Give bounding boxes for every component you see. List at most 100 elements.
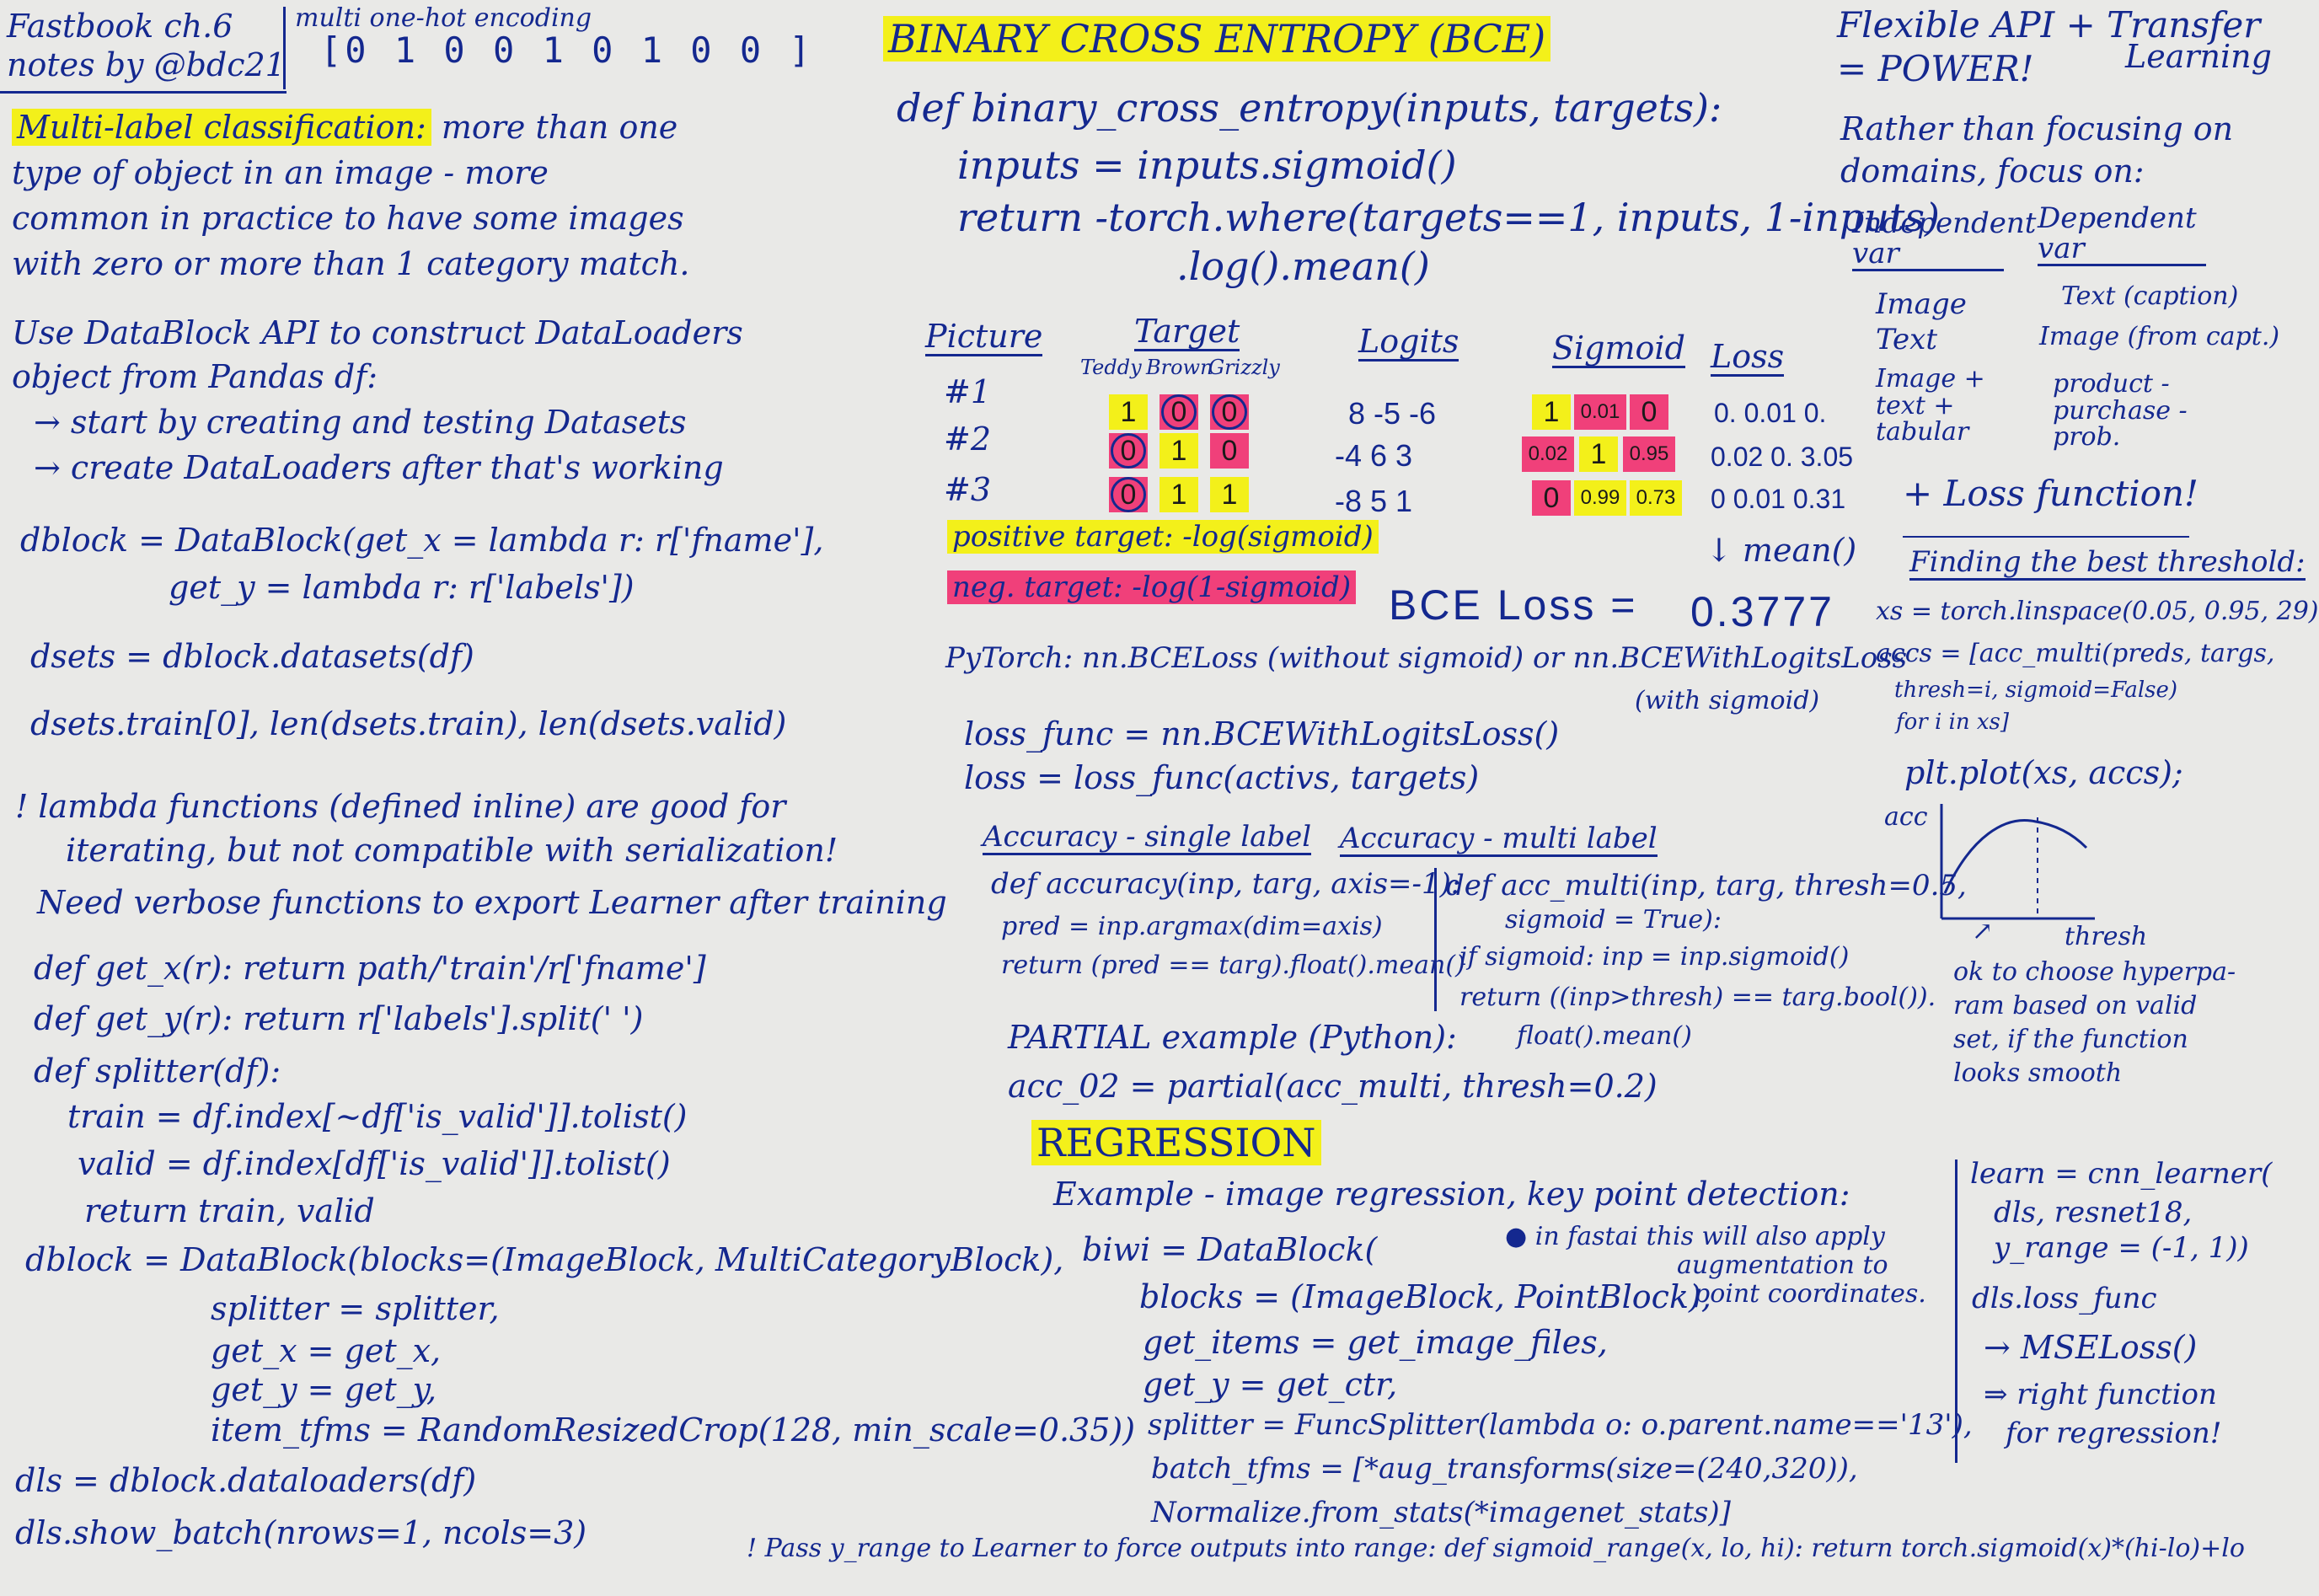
threshold-plot [1940,804,2095,920]
target-class-0: Teddy [1080,356,1142,379]
sigmoid-cell: 0.01 [1574,394,1626,430]
datablock-line-0: Use DataBlock API to construct DataLoade… [12,314,743,351]
code2-line-11: dls = dblock.dataloaders(df) [15,1462,477,1499]
plot-note-3: looks smooth [1953,1058,2123,1088]
target-cell: 0 [1210,433,1249,469]
accuracy-divider [1434,868,1437,1011]
code2-line-9: get_y = get_y, [211,1371,437,1408]
learner-divider [1955,1160,1957,1463]
code2-line-0: def get_x(r): return path/'train'/r['fna… [34,950,706,987]
acc-single-code-1: pred = inp.argmax(dim=axis) [1001,912,1383,941]
header-logits: Logits [1358,323,1459,362]
loss-code-1: loss = loss_func(activs, targets) [964,759,1480,796]
loss-row-2: 0 0.01 0.31 [1711,484,1846,514]
row-pic-1: #2 [944,420,992,458]
right-intro-1: domains, focus on: [1840,153,2145,190]
mlc-term: Multi-label classification: [12,109,431,146]
header-underline [0,91,287,94]
row-pic-2: #3 [944,471,992,508]
header-picture: Picture [925,318,1043,356]
code2-line-10: item_tfms = RandomResizedCrop(128, min_s… [211,1411,1136,1449]
target-cell: 0 [1160,394,1198,430]
sigmoid-cell: 1 [1579,436,1618,472]
footer-note: ! Pass y_range to Learner to force outpu… [747,1534,2245,1563]
pytorch-line-2: (with sigmoid) [1635,686,1820,715]
header-target: Target [1134,313,1240,351]
positive-target-note: positive target: -log(sigmoid) [947,520,1379,554]
lambda-note-2: Need verbose functions to export Learner… [37,884,947,921]
regression-code-0: biwi = DataBlock( [1082,1231,1378,1268]
target-cell: 0 [1109,433,1148,469]
right-title-3: Learning [2125,38,2272,75]
regression-title: REGRESSION [1031,1120,1321,1165]
code1-line-3: dsets.train[0], len(dsets.train), len(ds… [30,705,787,742]
target-cell: 1 [1210,477,1249,512]
header-title: Fastbook ch.6 [7,8,233,45]
threshold-code-3: for i in xs] [1896,710,2010,735]
regression-note-0: ● in fastai this will also apply [1505,1222,1885,1251]
loss-code-0: loss_func = nn.BCEWithLogitsLoss() [964,715,1560,752]
code2-line-1: def get_y(r): return r['labels'].split('… [34,1000,644,1037]
code2-line-5: return train, valid [84,1192,375,1229]
sigmoid-cell: 0 [1630,394,1668,430]
bce-code-3: .log().mean() [1176,244,1430,289]
negative-target-note: neg. target: -log(1-sigmoid) [947,570,1357,604]
target-class-1: Brown [1146,356,1213,379]
header-divider [283,7,286,89]
regression-code-5: batch_tfms = [*aug_transforms(size=(240,… [1151,1452,1858,1486]
code2-line-2: def splitter(df): [34,1052,281,1090]
sigmoid-cell: 0.95 [1623,436,1675,472]
datablock-line-1: object from Pandas df: [12,358,378,395]
code1-line-0: dblock = DataBlock(get_x = lambda r: r['… [20,522,824,559]
logits-row-1: -4 6 3 [1335,438,1413,473]
target-cell: 1 [1109,394,1148,430]
target-cell: 1 [1160,477,1198,512]
learner-code-2: y_range = (-1, 1)) [1994,1231,2249,1265]
plot-note-0: ok to choose hyperpa- [1953,957,2236,987]
learner-code-5: ⇒ right function [1984,1378,2217,1411]
partial-code-1: acc_02 = partial(acc_multi, thresh=0.2) [1008,1068,1658,1105]
mlc-text-0: more than one [441,109,678,146]
sigmoid-cell: 0.73 [1630,480,1682,516]
regression-code-1: blocks = (ImageBlock, PointBlock), [1139,1278,1711,1315]
col-dependent: Dependent var [2038,203,2206,267]
sigmoid-cell: 0.99 [1574,480,1626,516]
code1-line-2: dsets = dblock.datasets(df) [30,638,474,675]
mlc-line-3: with zero or more than 1 category match. [12,245,690,282]
acc-multi-code-3: return ((inp>thresh) == targ.bool()). [1459,983,1936,1012]
encoding-title: multi one-hot encoding [295,3,592,33]
pair-indep-0: Image [1876,287,1967,321]
right-title-2: = POWER! [1837,48,2034,89]
acc-multi-code-0: def acc_multi(inp, targ, thresh=0.5, [1446,869,1967,902]
acc-multi-title: Accuracy - multi label [1340,822,1658,857]
plot-ylabel: acc [1884,802,1928,832]
code2-line-3: train = df.index[~df['is_valid']].tolist… [67,1098,688,1135]
acc-multi-code-4: float().mean() [1517,1021,1692,1051]
loss-row-0: 0. 0.01 0. [1714,398,1827,428]
target-cell: 0 [1109,477,1148,512]
learner-code-0: learn = cnn_learner( [1970,1157,2273,1191]
col-independent: Independent var [1852,206,2037,272]
regression-code-2: get_items = get_image_files, [1143,1324,1608,1361]
lambda-note-0: ! lambda functions (defined inline) are … [15,788,786,825]
datablock-line-3: → create DataLoaders after that's workin… [34,449,724,486]
target-class-2: Grizzly [1208,356,1280,379]
regression-code-3: get_y = get_ctr, [1143,1366,1398,1403]
bce-title: BINARY CROSS ENTROPY (BCE) [883,16,1551,62]
threshold-code-4: plt.plot(xs, accs); [1904,754,2183,791]
encoding-vector: [0 1 0 0 1 0 1 0 0 ] [320,29,814,71]
bce-loss-label: BCE Loss = [1389,581,1638,629]
regression-note-2: point coordinates. [1694,1279,1926,1309]
regression-code-6: Normalize.from_stats(*imagenet_stats)] [1151,1496,1731,1529]
code1-line-1: get_y = lambda r: r['labels']) [169,569,635,606]
row-pic-0: #1 [944,373,992,410]
sigmoid-cell: 0.02 [1522,436,1574,472]
right-title-1: Flexible API + Transfer [1837,4,2261,46]
acc-single-code-0: def accuracy(inp, targ, axis=-1): [991,867,1461,901]
bce-code-2: return -torch.where(targets==1, inputs, … [957,195,1940,240]
mlc-line-2: common in practice to have some images [12,200,684,237]
learner-code-3: dls.loss_func [1972,1282,2157,1315]
target-cell: 0 [1210,394,1249,430]
lambda-note-1: iterating, but not compatible with seria… [66,832,838,869]
learner-code-4: → MSELoss() [1984,1329,2198,1366]
